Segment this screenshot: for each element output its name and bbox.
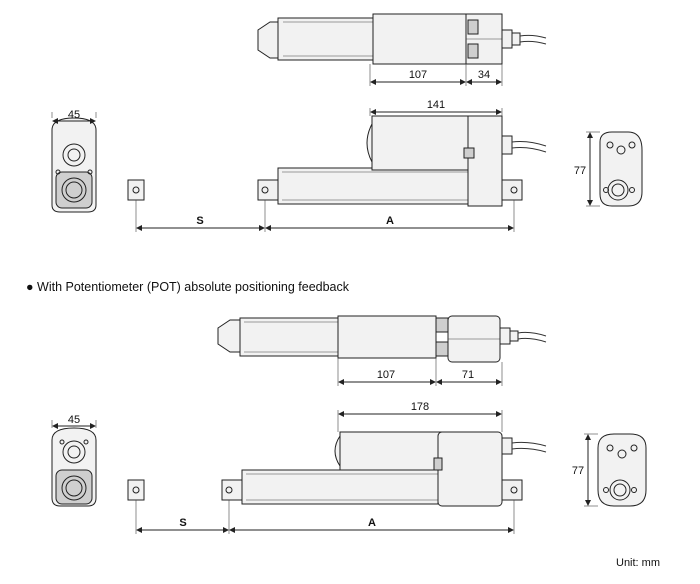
- dim-length-a-pot: A: [368, 517, 376, 529]
- pot-caption: ● With Potentiometer (POT) absolute posi…: [26, 280, 349, 294]
- unit-label: Unit: mm: [616, 557, 660, 569]
- top-actuator-top-view: [257, 13, 547, 65]
- dim-width-45-pot: 45: [68, 414, 80, 426]
- dim-length-a: A: [386, 215, 394, 227]
- bottom-actuator-top-view: [217, 315, 547, 363]
- bottom-top-view-dimensions: 107 71: [337, 358, 503, 386]
- dim-width-45: 45: [68, 109, 80, 121]
- bottom-side-view-dimensions: 178 S A: [135, 401, 515, 534]
- dim-side-178: 178: [411, 401, 429, 413]
- dim-height-77: 77: [574, 165, 586, 177]
- dim-side-141: 141: [427, 99, 445, 111]
- bullet: ●: [26, 280, 34, 294]
- bottom-left-end-view: 45: [51, 414, 97, 507]
- dim-stroke-s-pot: S: [179, 517, 186, 529]
- bottom-right-end-view: 77: [572, 433, 647, 507]
- top-right-end-view: 77: [574, 131, 643, 207]
- dim-top-107: 107: [409, 69, 427, 81]
- dim-top-34: 34: [478, 69, 490, 81]
- dim-top-107-pot: 107: [377, 369, 395, 381]
- top-side-view-dimensions: 141 S A: [135, 99, 515, 232]
- dim-height-77-pot: 77: [572, 465, 584, 477]
- dim-stroke-s: S: [196, 215, 203, 227]
- top-left-end-view: 45: [51, 109, 97, 213]
- caption-text: With Potentiometer (POT) absolute positi…: [37, 280, 350, 294]
- top-top-view-dimensions: 107 34: [369, 64, 503, 86]
- bottom-actuator-side-view: [127, 431, 547, 507]
- dim-top-71: 71: [462, 369, 474, 381]
- top-actuator-side-view: [127, 115, 547, 207]
